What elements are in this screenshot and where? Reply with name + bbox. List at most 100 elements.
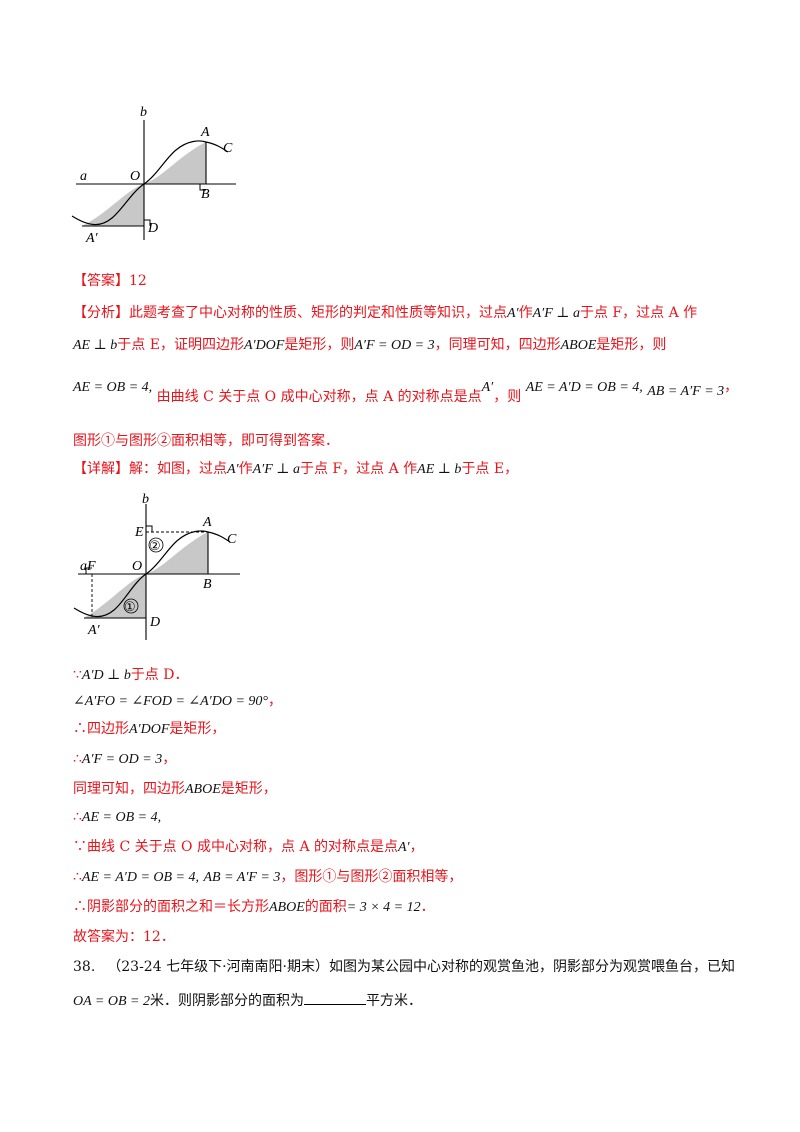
problem-38-line-1: 38. （23-24 七年级下·河南南阳·期末）如图为某公园中心对称的观赏鱼池，阴… <box>73 958 735 976</box>
math-expr: AB = A′F = 3 <box>647 384 725 399</box>
label-a-prime: A′ <box>87 623 101 638</box>
analysis-text: 是矩形，则 <box>284 337 355 353</box>
detail-text: 于点 E， <box>461 461 519 477</box>
analysis-text: 于点 F，过点 A 作 <box>579 305 698 321</box>
analysis-text: ，则 <box>493 389 522 405</box>
analysis-text: 于点 E，证明四边形 <box>117 337 244 353</box>
math-expr: = 3 × 4 = 12 <box>346 900 421 915</box>
step-text: ∴阴影部分的面积之和＝长方形 <box>73 899 269 915</box>
step-text: ， <box>409 839 424 855</box>
circle-1-mark <box>123 598 139 614</box>
math-expr: A′ <box>481 380 494 395</box>
answer-tag: 【答案】 <box>73 273 129 289</box>
step-7: ∵曲线 C 关于点 O 成中心对称，点 A 的对称点是点A′， <box>73 838 424 857</box>
answer-blank[interactable] <box>303 990 366 1005</box>
step-9: ∴阴影部分的面积之和＝长方形ABOE的面积= 3 × 4 = 12． <box>73 898 435 917</box>
analysis-line-1: 【分析】此题考查了中心对称的性质、矩形的判定和性质等知识，过点A′作A′F ⊥ … <box>73 304 697 323</box>
detail-text: 于点 F，过点 A 作 <box>299 461 418 477</box>
step-text: ． <box>420 899 435 915</box>
step-text: ， <box>162 751 177 767</box>
step-symbol: ∵ <box>73 667 82 683</box>
math-expr: AE = A′D = OB = 4, <box>81 870 200 885</box>
step-3: ∴四边形A′DOF是矩形， <box>73 720 225 739</box>
label-d: D <box>147 221 158 236</box>
step-text: 是矩形， <box>169 721 226 737</box>
label-c: C <box>227 532 237 547</box>
figure-2: b E A C ② aF O B ① A′ D <box>73 492 240 640</box>
step-2: ∠A′FO = ∠FOD = ∠A′DO = 90°， <box>73 692 282 711</box>
analysis-text: 作 <box>518 305 533 321</box>
problem-text: 平方米． <box>365 993 422 1009</box>
answer-value: 12 <box>129 273 147 289</box>
circle-2-mark <box>148 537 164 553</box>
step-text: 的面积 <box>304 899 347 915</box>
analysis-text: ，同理可知，四边形 <box>434 337 561 353</box>
analysis-tag: 【分析】 <box>73 305 129 321</box>
label-b: b <box>142 492 149 507</box>
detail-text: 作 <box>238 461 253 477</box>
label-b-point: B <box>201 187 210 202</box>
label-d: D <box>149 615 160 630</box>
label-af: aF <box>80 559 96 574</box>
math-expr: AE ⊥ b <box>73 338 118 353</box>
math-expr: A′F ⊥ a <box>252 462 300 477</box>
analysis-text: 是矩形，则 <box>596 337 667 353</box>
math-expr: A′ <box>507 306 519 321</box>
math-expr: ABOE <box>560 338 597 353</box>
detail-line-1: 【详解】解：如图，过点A′作A′F ⊥ a于点 F，过点 A 作AE ⊥ b于点… <box>73 460 518 479</box>
math-expr: ABOE <box>185 782 221 797</box>
step-symbol: ∴ <box>73 869 82 885</box>
step-4: ∴A′F = OD = 3， <box>73 750 176 769</box>
right-angle-b <box>199 184 206 191</box>
label-o: O <box>130 169 140 184</box>
math-expr: AE ⊥ b <box>417 462 462 477</box>
math-expr: A′D ⊥ b <box>81 668 131 683</box>
label-a: A <box>200 125 210 140</box>
final-answer: 故答案为：12． <box>73 928 175 946</box>
analysis-text: 此题考查了中心对称的性质、矩形的判定和性质等知识，过点 <box>129 305 507 321</box>
math-expr: A′F = OD = 3 <box>81 752 163 767</box>
math-expr: A′DOF <box>129 722 170 737</box>
step-8: ∴AE = A′D = OB = 4, AB = A′F = 3，图形①与图形②… <box>73 868 462 887</box>
curve-c <box>71 140 229 226</box>
analysis-text: ， <box>724 379 739 395</box>
analysis-text: 图形①与图形②面积相等，即可得到答案． <box>73 433 339 449</box>
step-text: ， <box>268 693 283 709</box>
right-angle-e <box>146 525 153 532</box>
problem-number: 38. <box>73 959 96 975</box>
label-a-prime: A′ <box>85 231 99 246</box>
label-c: C <box>223 141 233 156</box>
label-circle-1: ① <box>124 599 136 614</box>
right-angle-d <box>144 219 151 226</box>
step-5: 同理可知，四边形ABOE是矩形， <box>73 780 277 799</box>
detail-tag: 【详解】 <box>73 461 129 477</box>
math-expr: AE = A′D = OB = 4, <box>525 380 643 395</box>
math-expr: A′F = OD = 3 <box>354 338 435 353</box>
analysis-text: 由曲线 C 关于点 O 成中心对称，点 A 的对称点是点 <box>156 389 482 405</box>
label-line-a: a <box>80 169 87 184</box>
math-expr: A′F ⊥ a <box>532 306 580 321</box>
shaded-region-2 <box>82 184 144 226</box>
label-circle-2: ② <box>149 538 161 553</box>
analysis-line-4: 图形①与图形②面积相等，即可得到答案． <box>73 432 339 450</box>
shaded-region-1 <box>144 142 206 184</box>
math-expr: ABOE <box>269 900 305 915</box>
analysis-line-3: AE = OB = 4, 由曲线 C 关于点 O 成中心对称，点 A 的对称点是… <box>73 378 739 405</box>
step-6: ∴AE = OB = 4, <box>73 808 161 827</box>
curve-c <box>73 530 231 618</box>
step-text: 同理可知，四边形 <box>73 781 185 797</box>
final-answer-text: 故答案为：12． <box>73 929 175 945</box>
math-expr: AE = OB = 4, <box>81 810 162 825</box>
step-symbol: ∴ <box>73 809 82 825</box>
math-expr: AB = A′F = 3 <box>203 870 281 885</box>
problem-text: 米．则阴影部分的面积为 <box>149 993 304 1009</box>
step-1: ∵A′D ⊥ b于点 D． <box>73 666 189 685</box>
problem-38-line-2: OA = OB = 2米．则阴影部分的面积为平方米． <box>73 990 422 1011</box>
problem-text: （23-24 七年级下·河南南阳·期末）如图为某公园中心对称的观赏鱼池，阴影部分… <box>107 959 735 975</box>
math-expr: AE = OB = 4, <box>73 380 153 395</box>
figure-1: b A C a O B A′ D <box>71 105 236 246</box>
detail-text: 解：如图，过点 <box>129 461 227 477</box>
shaded-region-1 <box>84 574 146 618</box>
right-angle-f <box>85 567 92 574</box>
step-text: ∴四边形 <box>73 721 129 737</box>
